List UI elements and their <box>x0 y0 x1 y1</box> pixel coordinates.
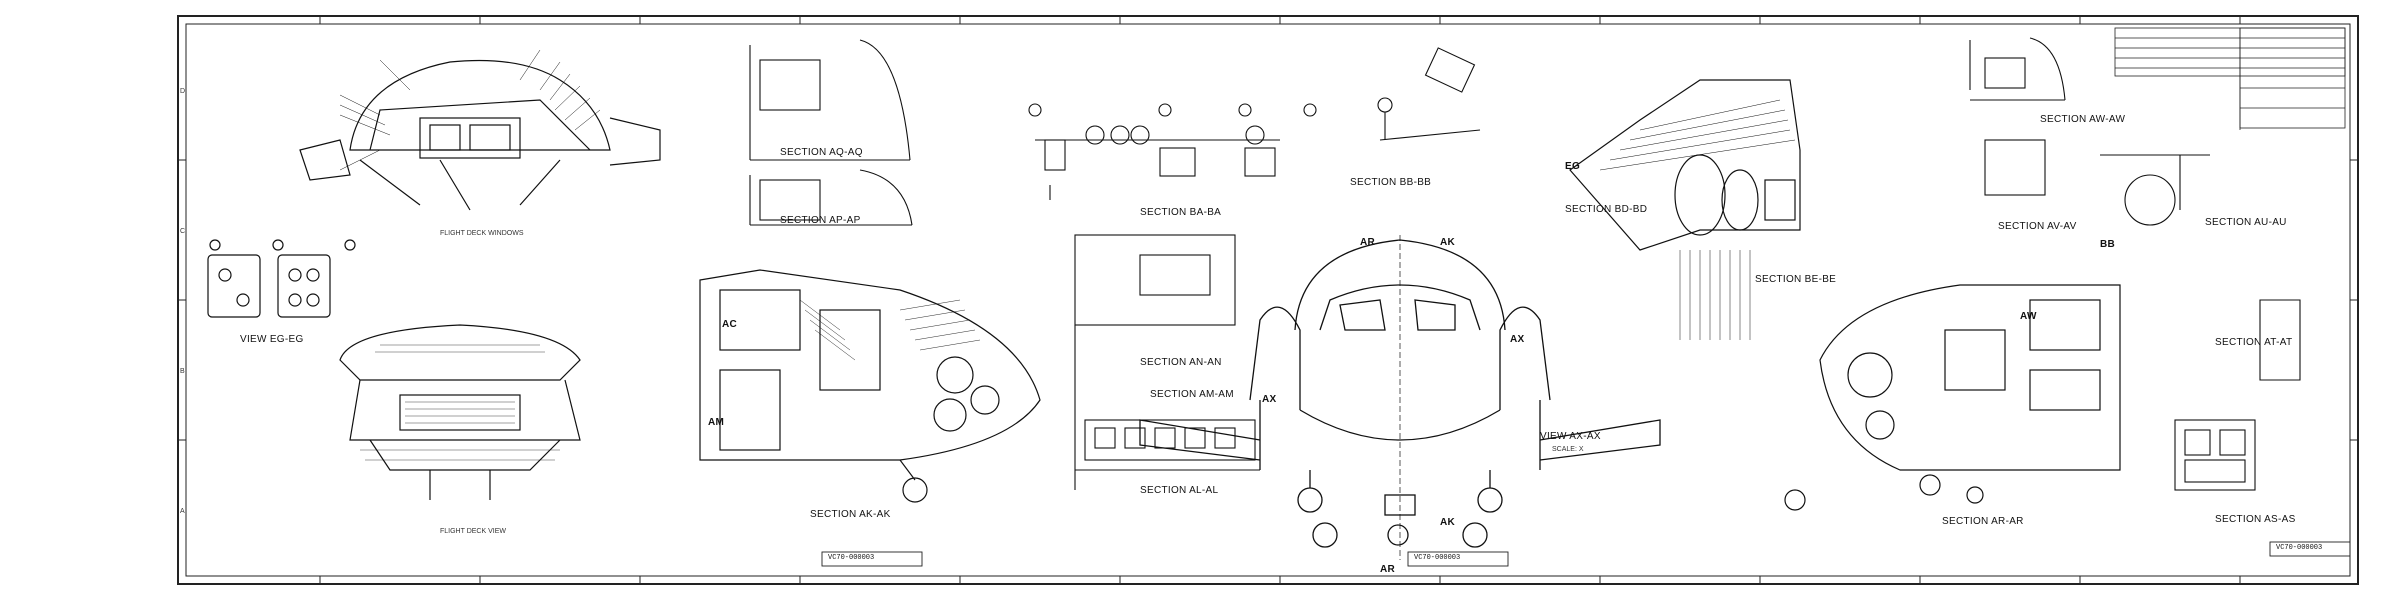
drawing-number-1: VC70-000003 <box>828 554 875 562</box>
flight-deck-upper-label: FLIGHT DECK WINDOWS <box>440 230 524 237</box>
zone-ticks <box>178 16 2358 584</box>
section-aq-label: SECTION AQ-AQ <box>780 147 863 158</box>
section-am-label: SECTION AM-AM <box>1150 389 1234 400</box>
drawing-number-boxes <box>821 541 2351 567</box>
callout-aw: AW <box>2020 311 2037 322</box>
section-an-al-drawing <box>1074 234 1260 490</box>
crew-module-elevation <box>1569 79 1801 251</box>
crew-module-hatching <box>1599 99 1796 340</box>
flight-deck-lower-view <box>339 324 581 500</box>
flight-deck-lower-label: FLIGHT DECK VIEW <box>440 528 506 535</box>
section-aw-label: SECTION AW-AW <box>2040 114 2126 125</box>
callout-ar-top: AR <box>1360 237 1376 248</box>
view-eg-panels <box>207 239 356 318</box>
section-ak-drawing <box>699 269 1041 503</box>
zone-letter-d: D <box>180 88 186 95</box>
callout-eg: EG <box>1565 161 1581 172</box>
section-ak-leaders <box>799 299 981 361</box>
drawing-number-2: VC70-000003 <box>1414 554 1461 562</box>
drawing-number-3: VC70-000003 <box>2276 544 2323 552</box>
view-ax-label: VIEW AX-AX <box>1540 431 1601 442</box>
section-as-drawing <box>2174 299 2301 491</box>
flight-deck-upper-view <box>299 59 661 211</box>
callout-ax-right: AX <box>1510 334 1525 345</box>
section-be-label: SECTION BE-BE <box>1755 274 1837 285</box>
flight-deck-lower-hatching <box>360 344 560 461</box>
section-al-label: SECTION AL-AL <box>1140 485 1219 496</box>
section-ar-drawing <box>1784 284 2121 511</box>
view-ax-orbiter-front <box>1139 235 1661 560</box>
section-ba-label: SECTION BA-BA <box>1140 207 1222 218</box>
callout-ar-bottom: AR <box>1380 564 1396 575</box>
callout-ac: AC <box>722 319 738 330</box>
callout-bb: BB <box>2100 239 2116 250</box>
section-an-label: SECTION AN-AN <box>1140 357 1222 368</box>
flight-deck-leaders <box>339 49 601 171</box>
callout-ak-top: AK <box>1440 237 1456 248</box>
callout-ax-left: AX <box>1262 394 1277 405</box>
section-as-label: SECTION AS-AS <box>2215 514 2296 525</box>
section-au-label: SECTION AU-AU <box>2205 217 2287 228</box>
section-ba-drawing <box>1028 103 1317 200</box>
section-at-label: SECTION AT-AT <box>2215 337 2293 348</box>
section-ar-label: SECTION AR-AR <box>1942 516 2024 527</box>
section-aq-ap-drawings <box>749 39 913 226</box>
section-bd-label: SECTION BD-BD <box>1565 204 1648 215</box>
section-ap-label: SECTION AP-AP <box>780 215 861 226</box>
view-eg-label: VIEW EG-EG <box>240 334 304 345</box>
section-av-label: SECTION AV-AV <box>1998 221 2077 232</box>
section-bb-drawing <box>1377 47 1481 141</box>
zone-letter-c: C <box>180 228 186 235</box>
zone-letter-b: B <box>180 368 185 375</box>
sheet-inner-border <box>185 23 2351 577</box>
section-av-au-drawing <box>1969 37 2210 226</box>
view-ax-scale: SCALE: X <box>1552 446 1584 453</box>
callout-am: AM <box>708 417 725 428</box>
revision-block <box>2114 27 2346 130</box>
zone-letter-a: A <box>180 508 185 515</box>
callout-ak-bottom: AK <box>1440 517 1456 528</box>
section-bb-label: SECTION BB-BB <box>1350 177 1432 188</box>
section-ak-label: SECTION AK-AK <box>810 509 891 520</box>
